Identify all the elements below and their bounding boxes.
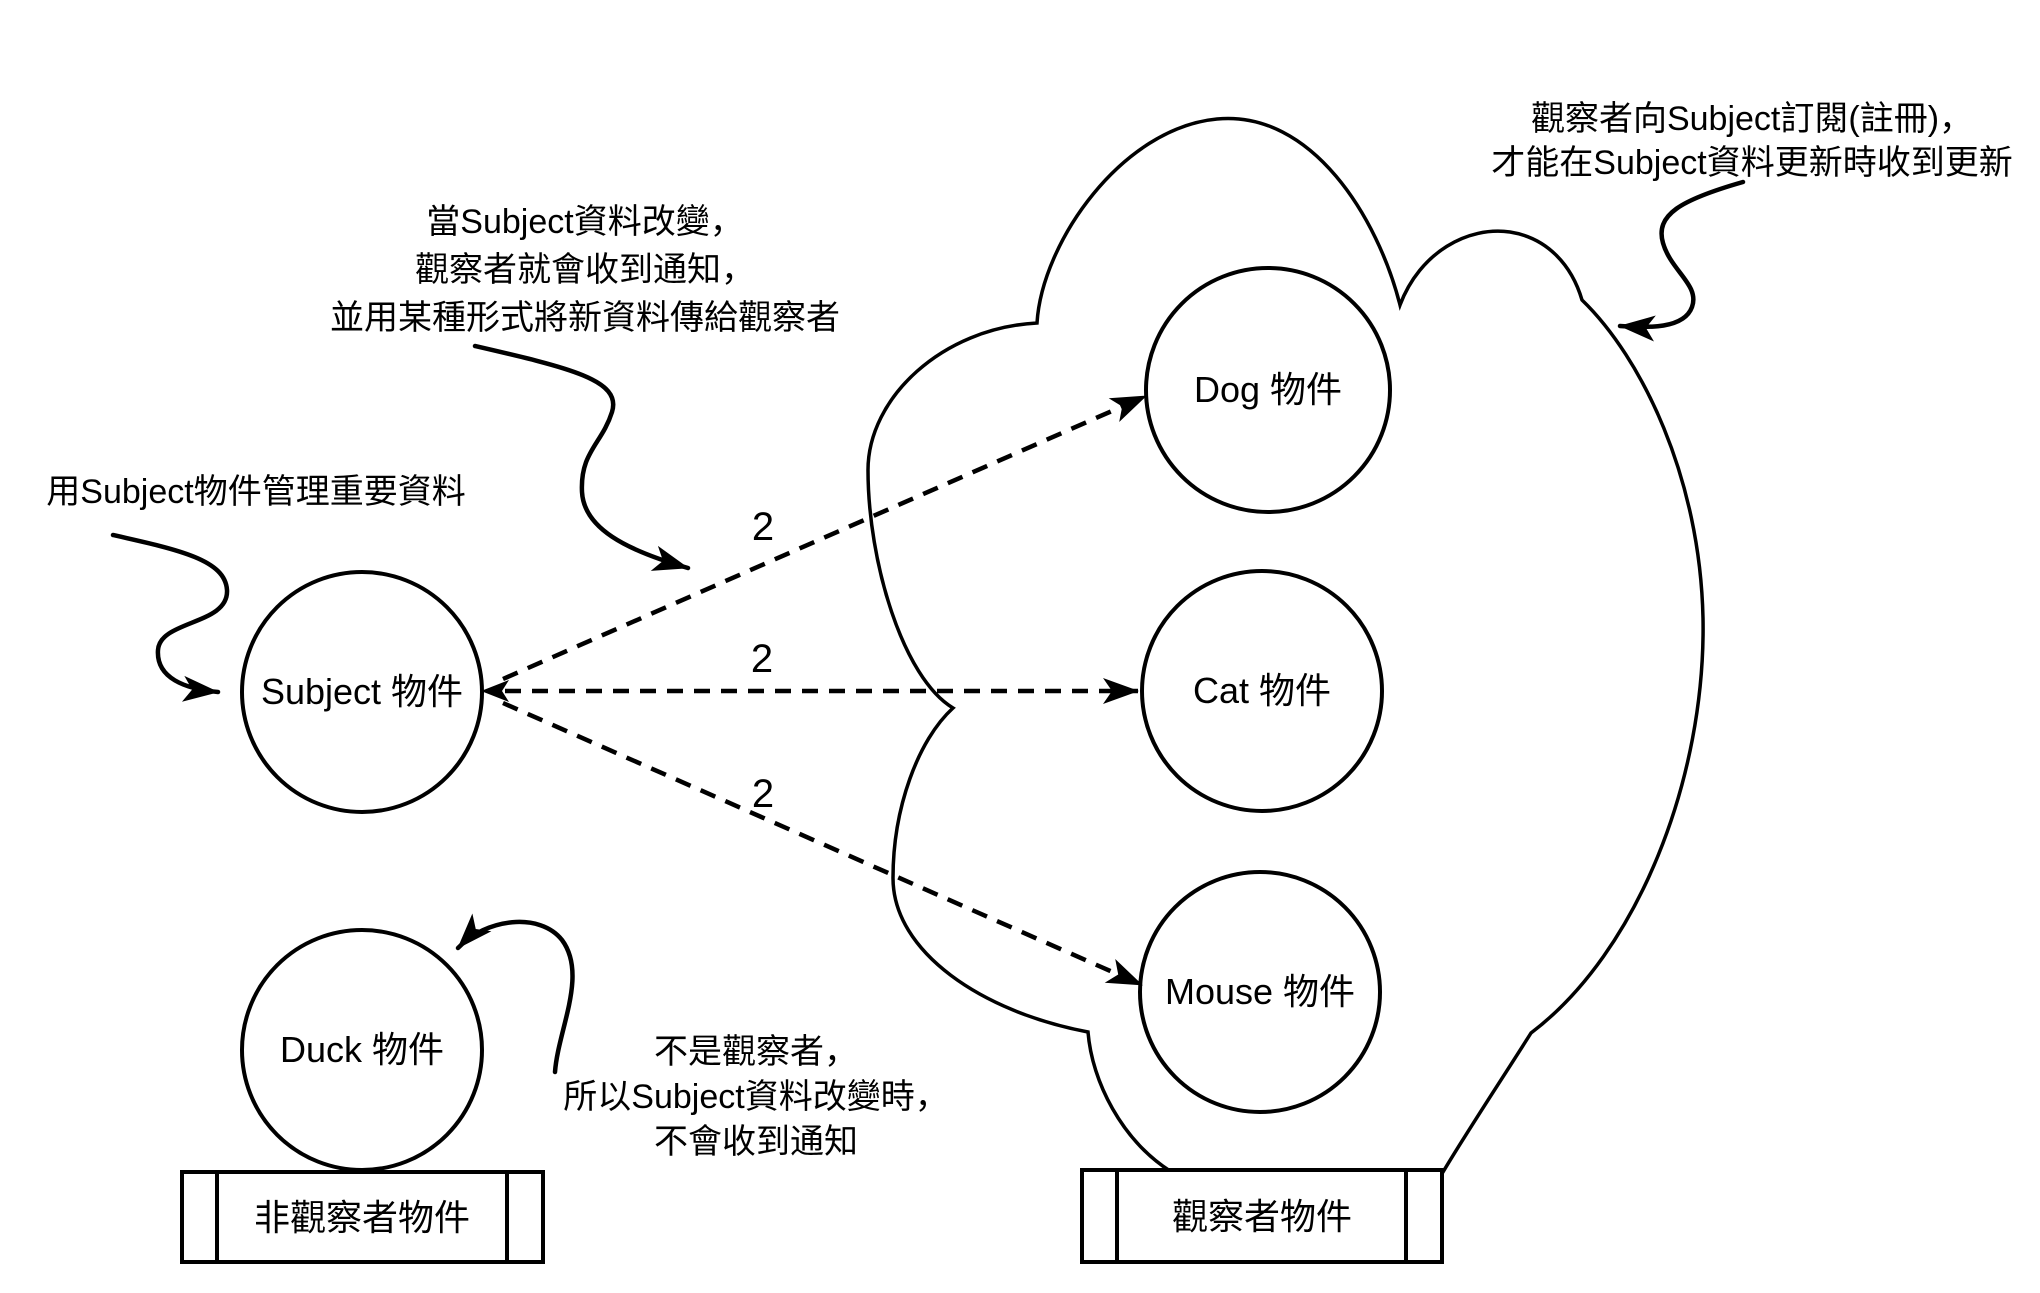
edge-back-arrowhead xyxy=(481,680,509,702)
observers-group-box xyxy=(1080,1168,1444,1264)
annotation-notify: 當Subject資料改變， 觀察者就會收到通知， 並用某種形式將新資料傳給觀察者 xyxy=(330,203,840,337)
dog-circle xyxy=(1144,266,1392,514)
observers-group-label: 觀察者物件 xyxy=(1172,1196,1352,1237)
mouse-label: Mouse 物件 xyxy=(1165,971,1355,1012)
annotation-duck-note-line-1: 不是觀察者， xyxy=(654,1033,858,1071)
cat-circle xyxy=(1140,569,1384,813)
non-observers-group-box xyxy=(180,1170,545,1264)
leader-arrow-subscribe xyxy=(1617,179,1746,342)
leader-arrow-notify xyxy=(472,343,691,571)
edge-subject-to-dog xyxy=(502,393,1147,682)
annotation-notify-line-2: 觀察者就會收到通知， xyxy=(415,251,755,289)
annotation-duck-note: 不是觀察者， 所以Subject資料改變時， 不會收到通知 xyxy=(563,1033,948,1161)
annotation-duck-note-line-3: 不會收到通知 xyxy=(654,1123,858,1161)
mouse-circle xyxy=(1138,870,1382,1114)
non-observers-group-label: 非觀察者物件 xyxy=(254,1197,470,1238)
subject-label: Subject 物件 xyxy=(261,671,463,712)
annotation-subscribe-line-2: 才能在Subject資料更新時收到更新 xyxy=(1491,144,2012,182)
leader-arrow-manage-data xyxy=(110,532,230,702)
annotation-notify-line-1: 當Subject資料改變， xyxy=(426,203,743,241)
annotation-duck-note-line-2: 所以Subject資料改變時， xyxy=(563,1078,948,1116)
annotation-subscribe: 觀察者向Subject訂閱(註冊)， 才能在Subject資料更新時收到更新 xyxy=(1491,100,2012,182)
non-observers-box-rect xyxy=(180,1170,545,1264)
leader-arrow-duck-note xyxy=(455,913,575,1075)
annotation-subscribe-line-1: 觀察者向Subject訂閱(註冊)， xyxy=(1531,100,1973,138)
duck-label: Duck 物件 xyxy=(280,1029,444,1070)
observers-box-rect xyxy=(1080,1168,1444,1264)
multiplicity-dog: 2 xyxy=(752,505,774,549)
annotation-manage-data: 用Subject物件管理重要資料 xyxy=(46,473,465,511)
edge-subject-to-mouse xyxy=(502,700,1143,988)
cat-label: Cat 物件 xyxy=(1193,670,1331,711)
multiplicity-mouse: 2 xyxy=(752,772,774,816)
subject-circle xyxy=(240,570,484,814)
dog-label: Dog 物件 xyxy=(1194,369,1342,410)
multiplicity-cat: 2 xyxy=(751,637,773,681)
annotation-notify-line-3: 並用某種形式將新資料傳給觀察者 xyxy=(330,299,840,337)
